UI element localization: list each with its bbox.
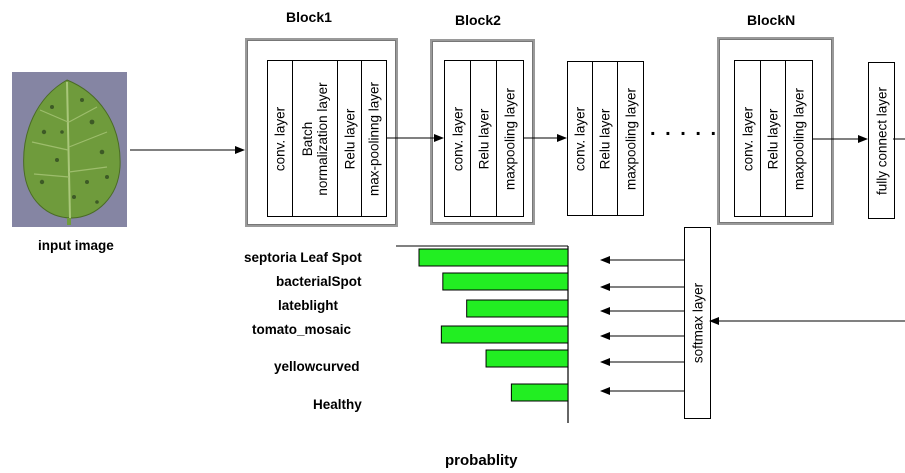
block1-layers: conv. layer Batch normalization layer Re… [267,60,387,217]
bar-4 [485,349,569,368]
input-image-caption: input image [38,238,114,253]
block2-conv-layer: conv. layer [445,61,471,216]
category-label-0: septoria Leaf Spot [244,250,362,265]
blockn-conv-layer: conv. layer [735,61,761,216]
ellipsis-dots: . . . . . . [650,118,734,140]
category-label-1: bacterialSpot [276,274,362,289]
category-label-2: lateblight [278,298,338,313]
block1-title: Block1 [286,9,332,25]
leaf-image-icon [12,72,127,227]
block2-relu-layer: Relu layer [471,61,497,216]
blockn-layers: conv. layer Relu layer maxpooling layer [734,60,813,217]
block3-conv-layer: conv. layer [568,62,593,215]
block2-title: Block2 [455,12,501,28]
block3-layers: conv. layer Relu layer maxpooling layer [567,61,644,216]
bar-5 [510,383,569,402]
block1-batchnorm-layer: Batch normalization layer [293,61,338,216]
bar-1 [442,272,569,291]
bar-3 [440,325,569,344]
block1-conv-layer: conv. layer [268,61,293,216]
block3-relu-layer: Relu layer [593,62,618,215]
category-label-5: Healthy [313,397,362,412]
category-label-4: yellowcurved [274,359,360,374]
category-label-3: tomato_mosaic [252,322,352,337]
bar-0 [418,248,569,267]
block1-relu-layer: Relu layer [338,61,362,216]
bar-2 [466,299,569,318]
fully-connect-layer: fully connect layer [868,62,895,219]
blockn-title: BlockN [747,12,796,28]
x-axis-label: probablity [445,452,518,469]
input-image [12,72,127,227]
softmax-layer: softmax layer [684,227,711,419]
blockn-relu-layer: Relu layer [761,61,786,216]
